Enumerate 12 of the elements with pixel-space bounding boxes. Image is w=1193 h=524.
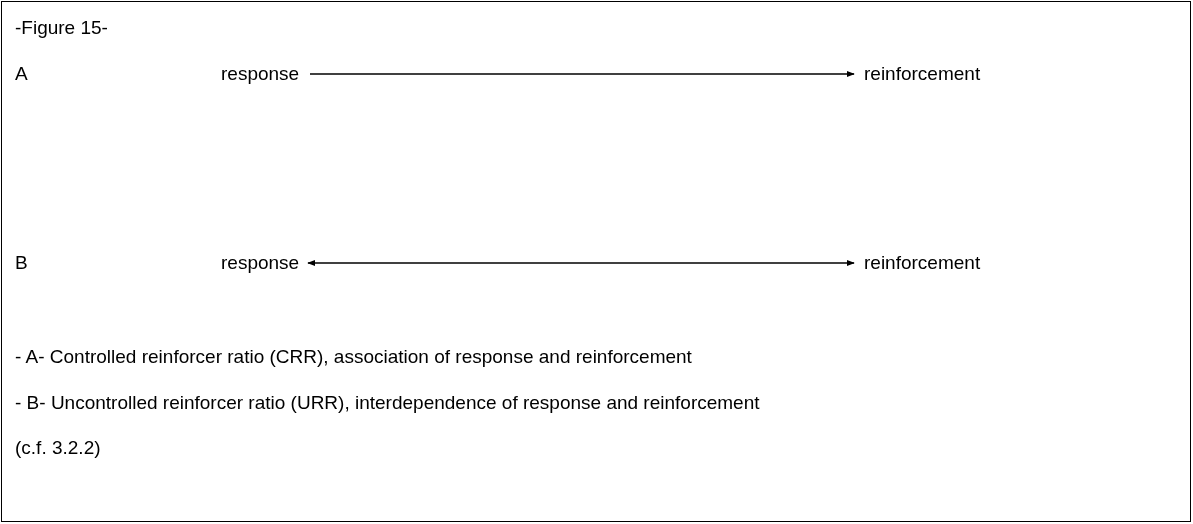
note-text: (c.f. 3.2.2) <box>15 436 101 460</box>
note-text: - A- Controlled reinforcer ratio (CRR), association of response and reinforcement <box>15 345 692 369</box>
term-label: response <box>221 251 300 275</box>
note-text: - B- Uncontrolled reinforcer ratio (URR), interdependence of response and reinforcement <box>15 391 760 415</box>
figure-title: -Figure 15- <box>15 16 108 40</box>
term-label: reinforcement <box>864 251 981 275</box>
row-letter: B <box>15 251 28 275</box>
row-letter: A <box>15 62 28 86</box>
term-label: reinforcement <box>864 62 981 86</box>
arrow <box>307 259 855 267</box>
arrow <box>309 70 855 78</box>
term-label: response <box>221 62 300 86</box>
